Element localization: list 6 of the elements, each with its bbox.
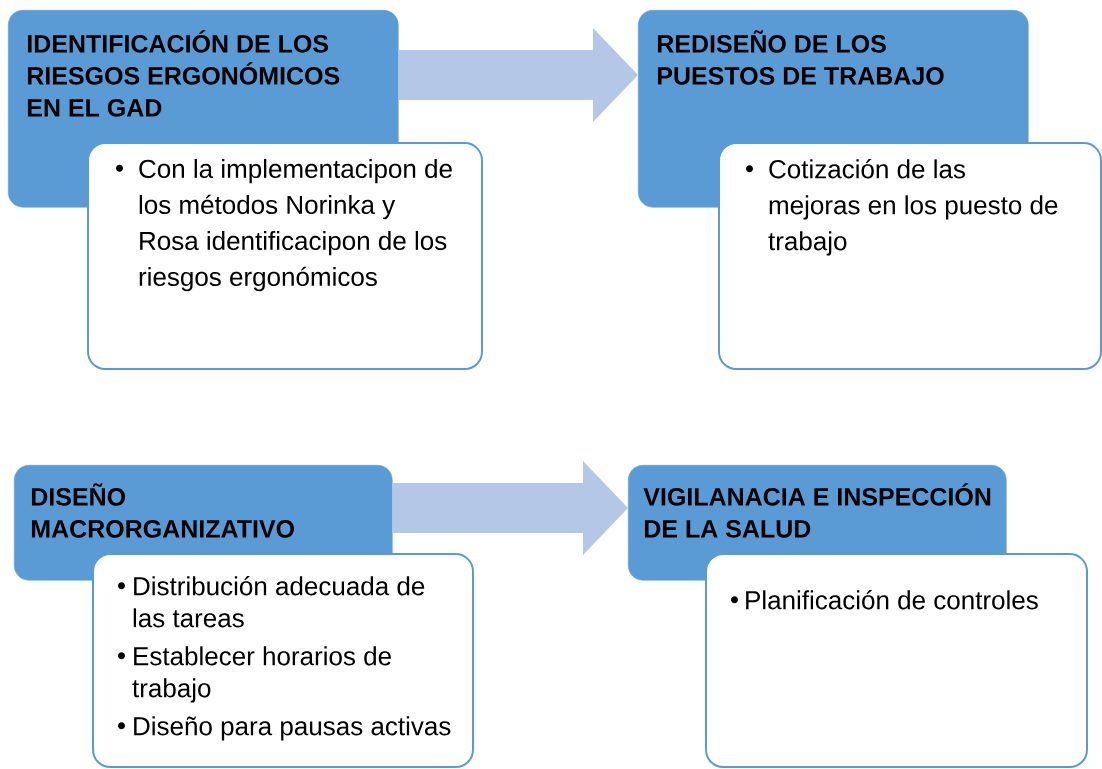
bullet-list-box: Con la implementacipon de los métodos Norinka y Rosa identificacipon de los riesgos ergonómicos [87,142,483,370]
block-arrow [392,461,628,555]
bullet-list-box: Planificación de controles [705,553,1088,768]
bullet-list-box: Distribución adecuada de las tareas Establecer horarios de trabajo Diseño para pausas activas [92,553,474,768]
block-arrow [398,28,638,122]
bullet-list-box: Cotización de las mejoras en los puesto de trabajo [718,142,1102,370]
